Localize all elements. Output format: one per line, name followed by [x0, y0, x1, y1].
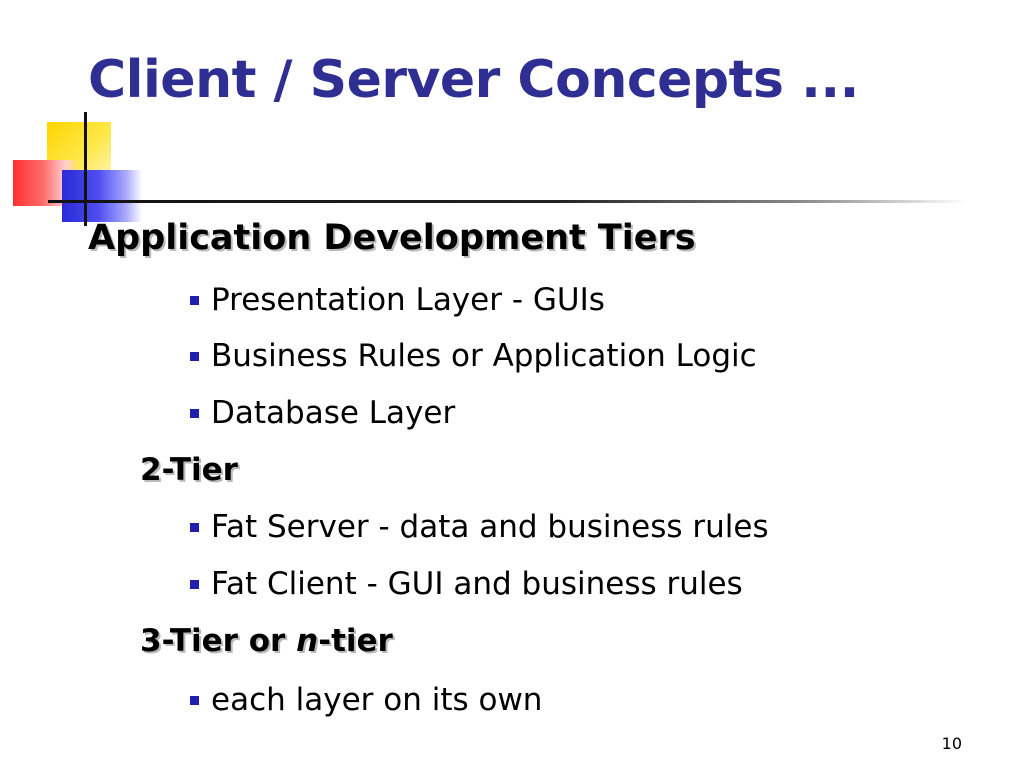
heading-application-tiers: Application Development Tiers	[88, 218, 696, 258]
list-item: Database Layer	[190, 395, 455, 431]
list-item: each layer on its own	[190, 682, 542, 718]
list-item-text: Fat Server - data and business rules	[211, 509, 769, 545]
square-bullet-icon	[190, 409, 199, 418]
logo-vertical-line	[84, 112, 87, 226]
list-item-text: Business Rules or Application Logic	[211, 338, 757, 374]
slide-title: Client / Server Concepts ...	[88, 50, 859, 110]
list-item: Fat Client - GUI and business rules	[190, 566, 743, 602]
list-item-text: Fat Client - GUI and business rules	[211, 566, 743, 602]
square-bullet-icon	[190, 352, 199, 361]
square-bullet-icon	[190, 296, 199, 305]
heading-3-tier-n: n	[296, 623, 319, 659]
title-divider-line	[48, 200, 968, 203]
page-number: 10	[941, 734, 962, 753]
list-item-text: Database Layer	[211, 395, 456, 431]
square-bullet-icon	[190, 580, 199, 589]
list-item-text: each layer on its own	[211, 682, 543, 718]
square-bullet-icon	[190, 523, 199, 532]
logo-blue-square	[62, 170, 142, 222]
decorative-logo	[0, 0, 160, 240]
list-item-text: Presentation Layer - GUIs	[211, 282, 605, 318]
list-item: Fat Server - data and business rules	[190, 509, 769, 545]
heading-3-tier-pre: 3-Tier or	[140, 623, 297, 659]
heading-2-tier: 2-Tier	[140, 452, 238, 488]
heading-3-tier: 3-Tier or n-tier	[140, 623, 393, 659]
list-item: Presentation Layer - GUIs	[190, 282, 605, 318]
square-bullet-icon	[190, 696, 199, 705]
list-item: Business Rules or Application Logic	[190, 338, 757, 374]
heading-3-tier-post: -tier	[318, 623, 393, 659]
